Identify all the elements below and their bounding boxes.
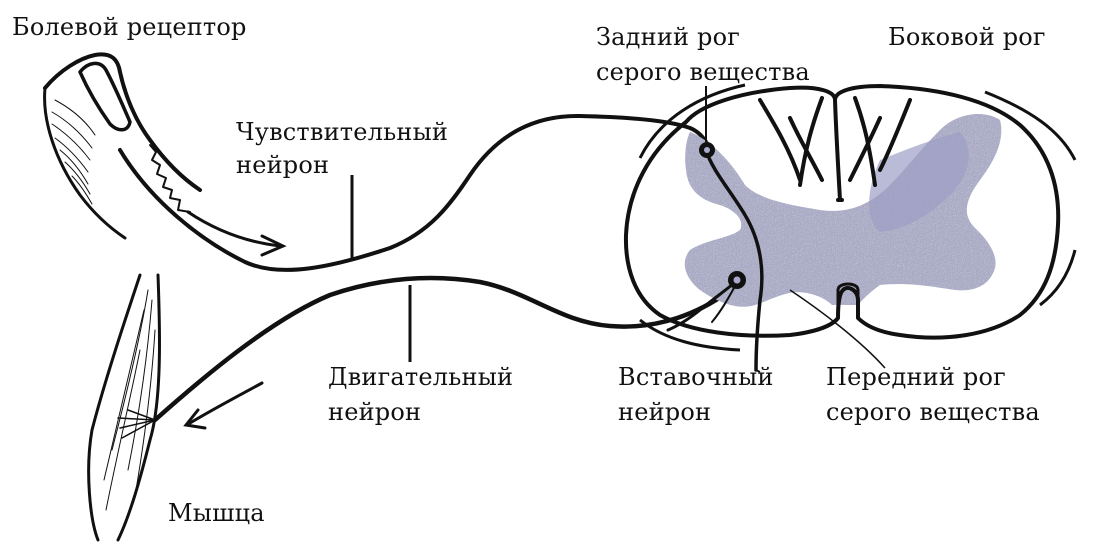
label-muscle: Мышца (168, 498, 265, 528)
label-sensory-neuron-2: нейрон (236, 150, 329, 180)
label-anterior-horn-1: Передний рог (826, 362, 1006, 392)
label-interneuron-2: нейрон (618, 397, 711, 427)
muscle-icon (89, 275, 160, 540)
label-anterior-horn-2: серого вещества (826, 397, 1040, 427)
sensory-neuron-body (699, 142, 715, 158)
label-sensory-neuron-1: Чувствительный (236, 117, 448, 147)
arrow-left-icon (186, 383, 262, 428)
label-posterior-horn-1: Задний рог (596, 22, 740, 52)
label-motor-neuron-1: Двигательный (328, 362, 513, 392)
arrow-right-icon (188, 212, 283, 255)
label-motor-neuron-2: нейрон (328, 397, 421, 427)
interneuron-body (728, 271, 746, 289)
label-lateral-horn: Боковой рог (888, 22, 1046, 52)
finger-icon (45, 54, 200, 238)
label-interneuron-1: Вставочный (618, 362, 774, 392)
label-pain-receptor: Болевой рецептор (12, 12, 247, 42)
label-posterior-horn-2: серого вещества (596, 57, 810, 87)
